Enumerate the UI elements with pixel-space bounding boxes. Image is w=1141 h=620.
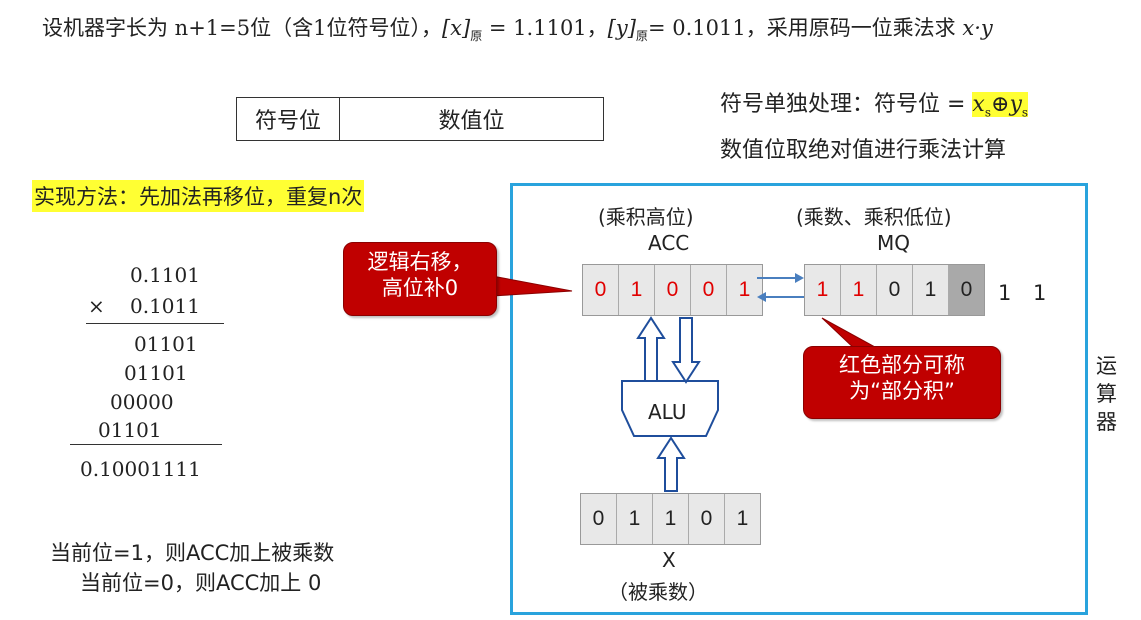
shift-callout-line: 高位补0 — [381, 276, 459, 300]
mq-extra-bit: 1 — [1033, 281, 1047, 305]
x-value: = 1.1101， — [482, 16, 608, 40]
x-bit: 1 — [653, 494, 689, 544]
problem-statement: 设机器字长为 n+1=5位（含1位符号位），[x]原 = 1.1101，[y]原… — [42, 12, 993, 44]
shift-callout-tail — [491, 275, 573, 297]
x-register: 0 1 1 0 1 — [580, 493, 761, 545]
xs-sub: s — [984, 105, 992, 120]
alu-to-acc-arrow — [636, 316, 666, 382]
arithmetic-unit-label: 运算器 — [1096, 354, 1117, 434]
mq-bit: 1 — [913, 265, 949, 315]
alu-frame — [510, 183, 1088, 615]
x-to-alu-arrow — [656, 436, 686, 492]
partial-2: 01101 — [124, 361, 188, 385]
sign-note: 符号单独处理：符号位 = xs⊕ys — [720, 86, 1029, 120]
mq-label: MQ — [877, 231, 910, 255]
partial-4: 01101 — [98, 418, 162, 442]
x-bit: 0 — [581, 494, 617, 544]
mq-to-acc-arrowhead — [757, 292, 766, 302]
value-field: 数值位 — [438, 109, 505, 134]
mq-register: 1 1 0 1 0 — [804, 264, 985, 316]
y-var: [y] — [607, 16, 636, 40]
acc-bit: 0 — [655, 265, 691, 315]
sign-field: 符号位 — [237, 98, 340, 140]
mq-extra-bit: 1 — [998, 281, 1012, 305]
format-box: 符号位 数值位 — [236, 97, 604, 141]
acc-label: ACC — [648, 231, 690, 255]
partial-product-callout: 红色部分可称 为“部分积” — [803, 346, 1001, 419]
x-bit: 0 — [689, 494, 725, 544]
x-bit: 1 — [736, 507, 749, 530]
partial-callout-line: 为“部分积” — [849, 379, 955, 403]
acc-bit: 0 — [583, 265, 619, 315]
alu-shape — [621, 380, 719, 437]
partial-3: 00000 — [110, 390, 174, 414]
acc-bit: 1 — [738, 278, 751, 301]
product-expr: x·y — [962, 16, 993, 40]
ys-var: y — [1009, 92, 1022, 117]
xs-var: x — [972, 92, 985, 117]
y-sub: 原 — [635, 29, 648, 44]
y-value: = 0.1011，采用原码一位乘法求 — [647, 16, 963, 40]
shift-callout: 逻辑右移， 高位补0 — [343, 242, 497, 316]
method-note: 实现方法：先加法再移位，重复n次 — [32, 180, 365, 212]
mq-bit: 1 — [805, 265, 841, 315]
x-bit: 1 — [617, 494, 653, 544]
multiplicand: 0.1101 — [130, 263, 200, 287]
mq-bit: 0 — [877, 265, 913, 315]
acc-caption: (乘积高位) — [598, 205, 694, 229]
abs-note: 数值位取绝对值进行乘法计算 — [720, 138, 1007, 163]
problem-prefix: 设机器字长为 n+1=5位（含1位符号位）， — [42, 16, 442, 40]
x-label: X — [662, 548, 676, 572]
acc-to-alu-arrow — [671, 317, 701, 384]
mq-caption: (乘数、乘积低位) — [796, 205, 952, 229]
mq-bit: 1 — [841, 265, 877, 315]
ys-sub: s — [1021, 105, 1029, 120]
calc-line-2 — [70, 444, 222, 445]
x-caption: （被乘数） — [608, 580, 708, 604]
alu-label: ALU — [648, 400, 687, 424]
acc-to-mq-arrowhead — [795, 273, 804, 283]
rule-one: 当前位=1，则ACC加上被乘数 — [50, 541, 335, 565]
sign-note-label: 符号单独处理：符号位 = — [720, 92, 973, 117]
rule-zero: 当前位=0，则ACC加上 0 — [80, 571, 322, 595]
multiplier: 0.1011 — [130, 294, 200, 318]
shift-callout-line: 逻辑右移， — [367, 250, 473, 274]
x-var: [x] — [441, 16, 471, 40]
acc-bit: 0 — [691, 265, 727, 315]
xor-symbol: ⊕ — [991, 92, 1010, 117]
calc-line-1 — [86, 323, 224, 324]
times-sign: × — [88, 294, 105, 318]
calc-result: 0.10001111 — [80, 457, 201, 481]
x-sub: 原 — [470, 29, 483, 44]
acc-bit: 1 — [619, 265, 655, 315]
acc-register: 0 1 0 0 1 — [582, 264, 763, 316]
partial-1: 01101 — [134, 332, 198, 356]
mq-bit-shifted-out: 0 — [949, 265, 984, 315]
sign-formula: xs⊕ys — [972, 92, 1029, 120]
partial-callout-line: 红色部分可称 — [839, 353, 965, 377]
